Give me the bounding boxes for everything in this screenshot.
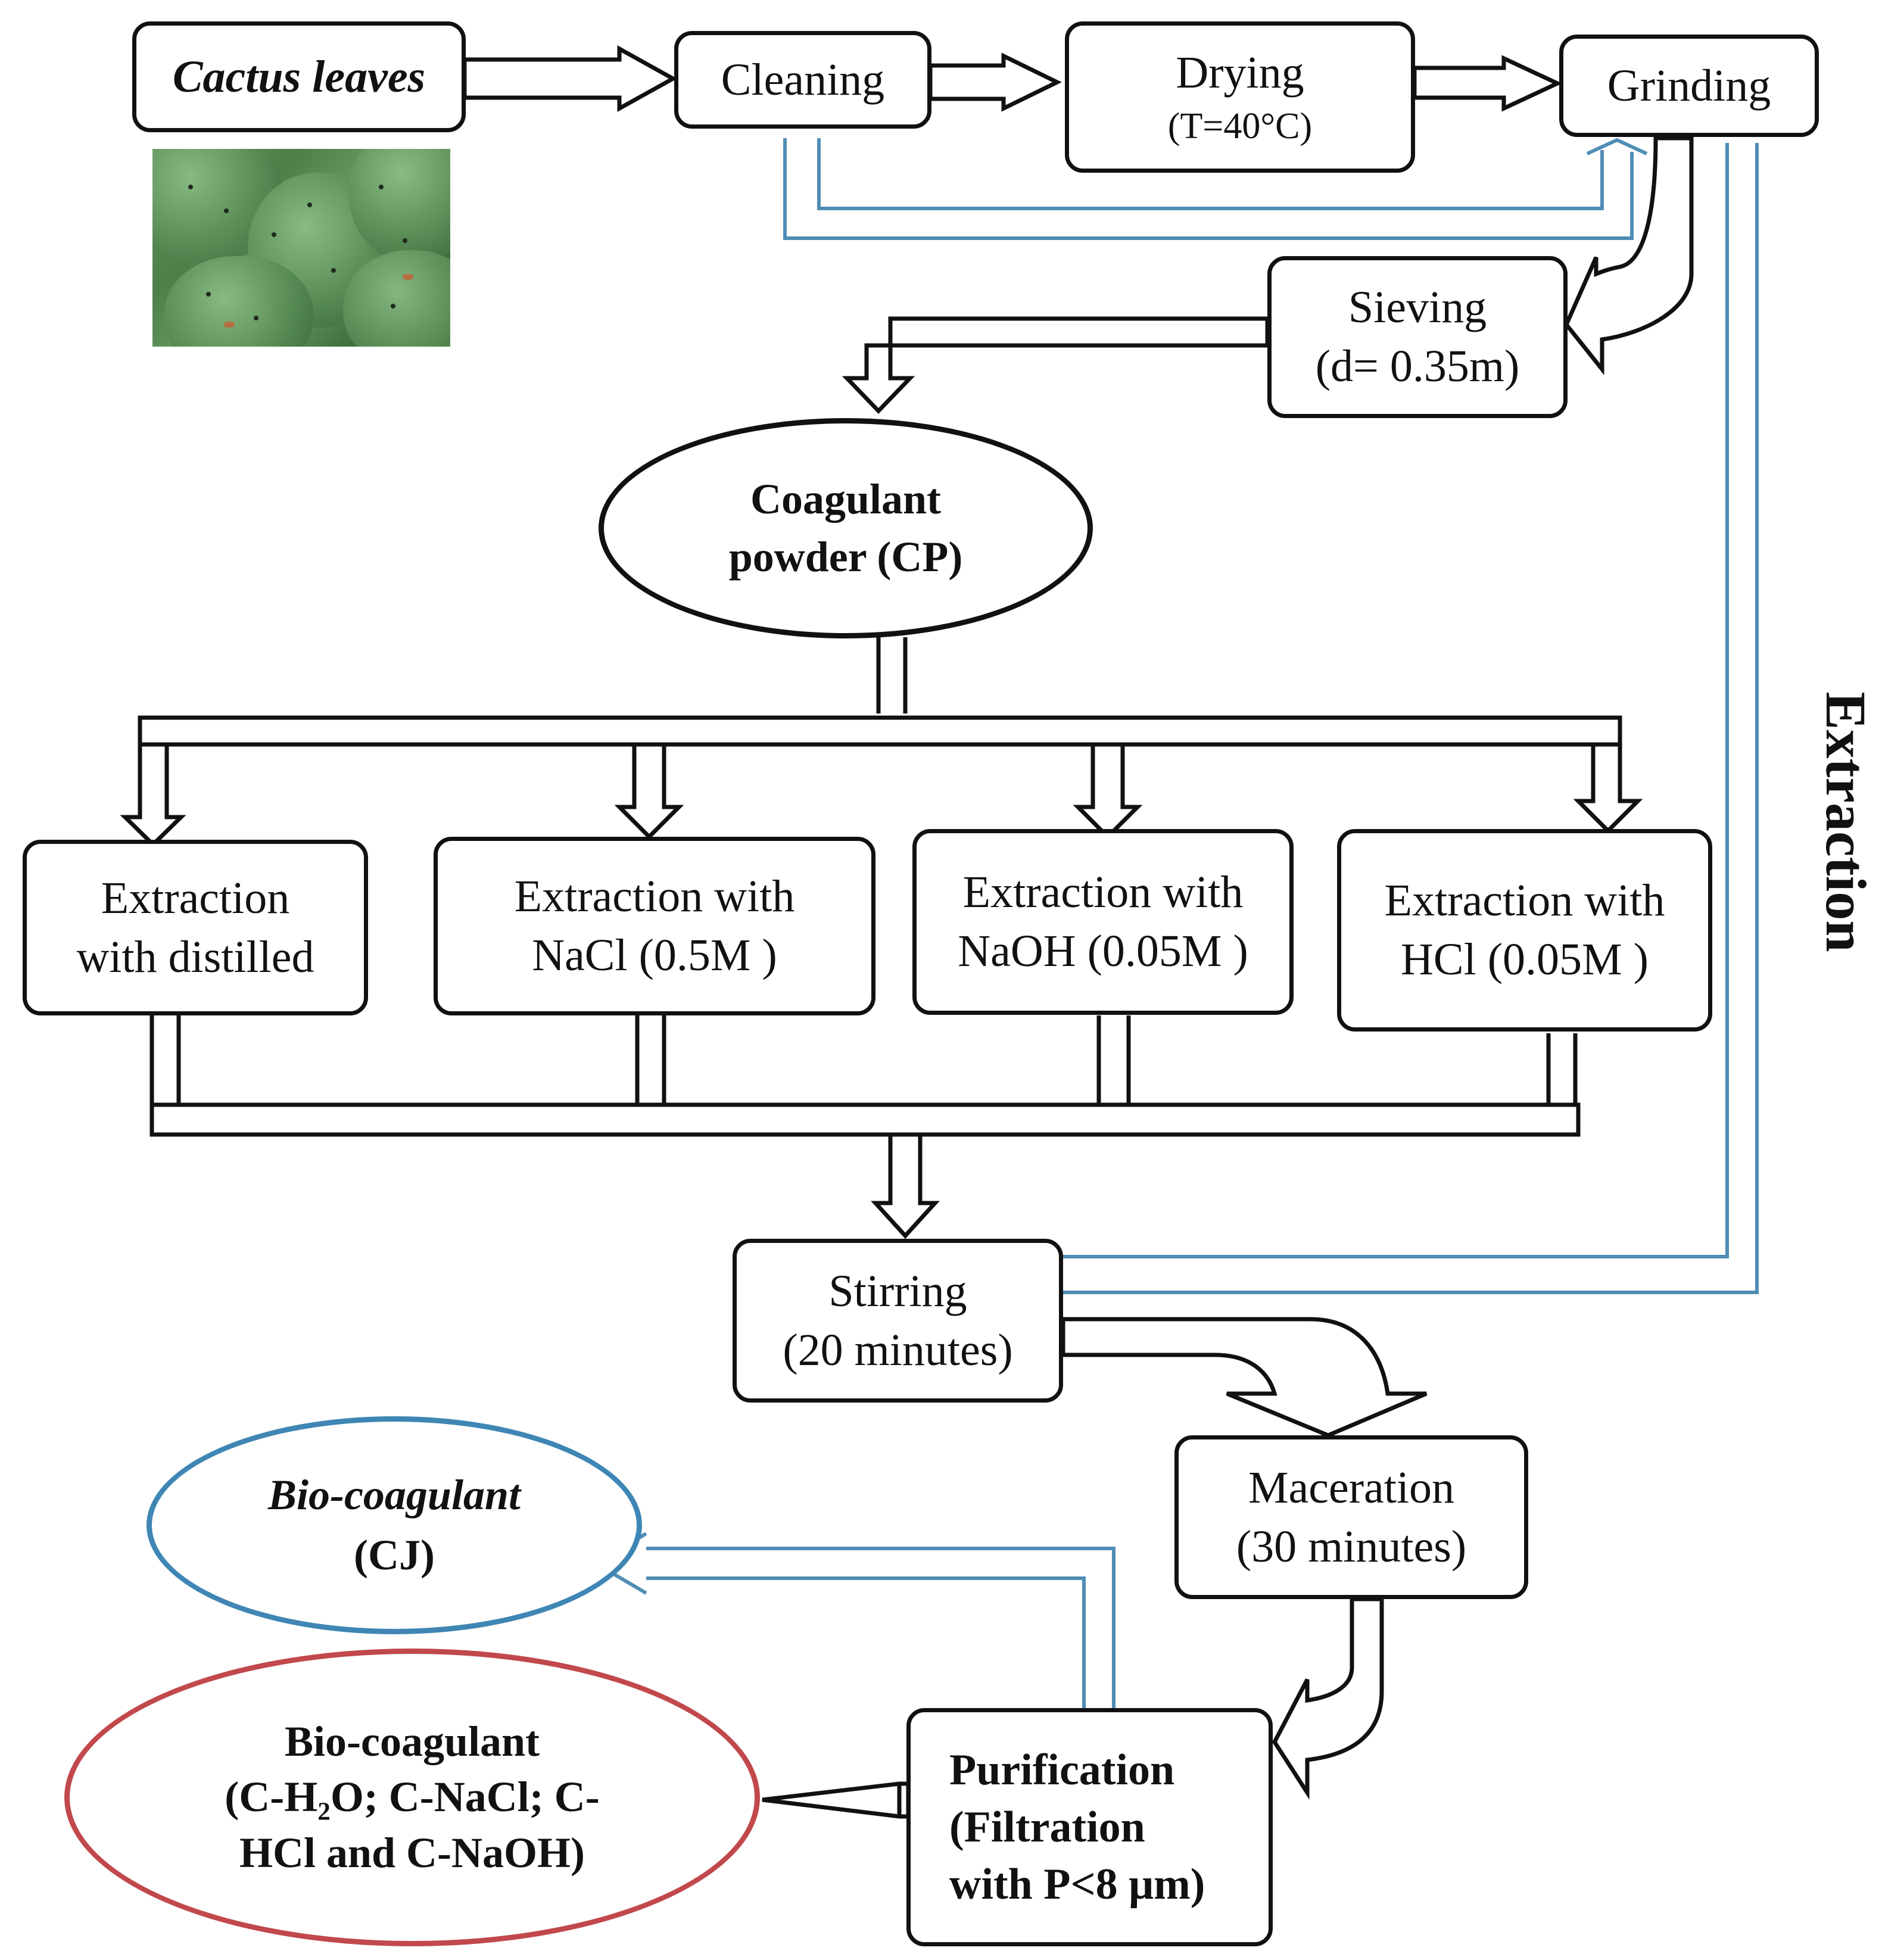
purification-line2: (Filtration <box>949 1802 1145 1852</box>
cleaning-box: Cleaning <box>674 31 931 129</box>
arrow-collection-to-stirring <box>871 1135 940 1239</box>
stem-ext-water <box>149 1015 181 1105</box>
coagulant-powder-line2: powder (CP) <box>728 533 963 581</box>
extraction-water-line1: Extraction <box>101 873 290 923</box>
purification-box: Purification (Filtration with P<8 μm) <box>906 1708 1273 1946</box>
cactus-leaves-label: Cactus leaves <box>172 51 426 102</box>
bio-coagulant-variants-line3: HCl and C-NaOH) <box>239 1828 585 1877</box>
cactus-leaves-box: Cactus leaves <box>132 21 466 132</box>
drying-box: Drying (T=40°C) <box>1065 21 1415 173</box>
cactus-leaves-photo <box>152 149 450 347</box>
extraction-naoh-line2: NaOH (0.05M ) <box>958 926 1248 976</box>
arrow-stirring-to-maceration <box>1061 1317 1428 1438</box>
powder-stem <box>876 637 908 713</box>
extraction-naoh-box: Extraction with NaOH (0.05M ) <box>912 829 1294 1015</box>
extraction-nacl-line1: Extraction with <box>514 871 795 922</box>
extraction-naoh-line1: Extraction with <box>962 867 1244 918</box>
purification-line1: Purification <box>949 1745 1175 1794</box>
extraction-path-outer <box>1063 143 1759 1294</box>
bio-coagulant-cj-line2: (CJ) <box>354 1531 435 1579</box>
bottom-collection-bar <box>149 1102 1581 1137</box>
stem-ext-hcl <box>1546 1033 1578 1105</box>
sieving-label: Sieving <box>1348 282 1487 333</box>
arrow-to-ext-water <box>120 718 186 847</box>
maceration-duration: (30 minutes) <box>1236 1521 1467 1572</box>
bio-coagulant-variants-line2: (C-H₂O; C-NaCl; C- <box>225 1773 600 1821</box>
maceration-label: Maceration <box>1248 1462 1455 1513</box>
coagulant-powder-oval: Coagulant powder (CP) <box>599 418 1093 638</box>
cleaning-label: Cleaning <box>721 54 885 105</box>
loop-arrowhead <box>1586 138 1648 155</box>
top-distribution-bar <box>138 715 1622 747</box>
stem-ext-naoh <box>1096 1015 1131 1105</box>
bio-coagulant-cj-oval: Bio-coagulant (CJ) <box>147 1416 642 1634</box>
extraction-path-inner <box>1063 143 1729 1258</box>
arrow-cleaning-to-drying <box>928 52 1062 112</box>
arrow-maceration-to-purification <box>1272 1597 1384 1800</box>
arrow-grinding-to-sieving <box>1563 136 1694 375</box>
coagulant-powder-line1: Coagulant <box>750 475 942 523</box>
arrow-sieving-to-powder <box>842 316 1270 415</box>
extraction-nacl-line2: NaCl (0.5M ) <box>532 930 777 980</box>
bio-coagulant-cj-line1: Bio-coagulant <box>267 1471 521 1519</box>
bio-coagulant-variants-line1: Bio-coagulant <box>284 1717 540 1765</box>
loop-cleaning-grinding-inner <box>817 138 1604 210</box>
loop-cleaning-grinding-outer <box>783 138 1634 240</box>
drying-label: Drying <box>1176 48 1304 98</box>
arrow-cactus-to-cleaning <box>462 45 678 112</box>
arrow-to-ext-nacl <box>614 744 684 840</box>
stem-ext-nacl <box>635 1015 666 1105</box>
purification-line3: with P<8 μm) <box>949 1860 1205 1909</box>
drying-temperature: (T=40°C) <box>1167 106 1313 147</box>
arrow-purification-to-multi <box>762 1781 911 1819</box>
arrow-to-ext-hcl <box>1573 718 1643 834</box>
extraction-hcl-line1: Extraction with <box>1384 875 1665 926</box>
sieving-size: (d= 0.35m) <box>1315 341 1520 391</box>
stirring-box: Stirring (20 minutes) <box>733 1239 1063 1403</box>
arrow-to-ext-naoh <box>1073 744 1143 840</box>
grinding-label: Grinding <box>1607 60 1771 111</box>
arrow-drying-to-grinding <box>1412 55 1563 112</box>
extraction-hcl-line2: HCl (0.05M ) <box>1401 934 1649 984</box>
extraction-hcl-box: Extraction with HCl (0.05M ) <box>1337 829 1712 1032</box>
stirring-label: Stirring <box>828 1266 967 1316</box>
purification-to-cj-path <box>646 1547 1116 1709</box>
grinding-box: Grinding <box>1559 35 1819 137</box>
extraction-water-box: Extraction with distilled <box>23 840 368 1015</box>
extraction-water-line2: with distilled <box>76 931 314 982</box>
maceration-box: Maceration (30 minutes) <box>1174 1435 1528 1599</box>
extraction-side-label: Extraction <box>1814 691 1878 952</box>
sieving-box: Sieving (d= 0.35m) <box>1267 256 1568 418</box>
stirring-duration: (20 minutes) <box>783 1325 1013 1375</box>
bio-coagulant-variants-oval: Bio-coagulant (C-H₂O; C-NaCl; C- HCl and… <box>64 1649 760 1946</box>
extraction-nacl-box: Extraction with NaCl (0.5M ) <box>434 837 875 1015</box>
